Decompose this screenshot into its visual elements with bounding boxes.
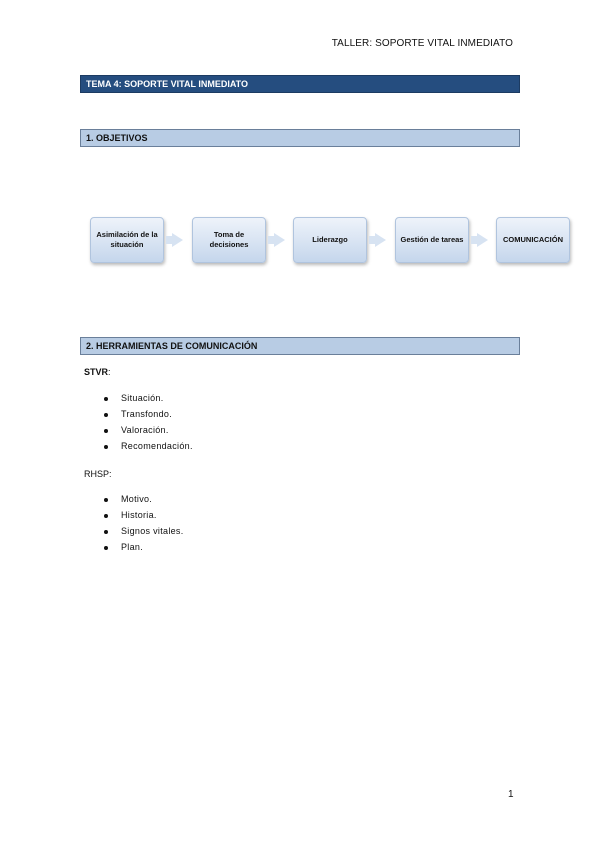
list-item: Plan. — [0, 542, 184, 558]
running-header: TALLER: SOPORTE VITAL INMEDIATO — [331, 38, 513, 49]
flow-arrow-icon — [471, 233, 488, 247]
flow-arrow-icon — [369, 233, 386, 247]
stvr-label: STVR: — [84, 367, 111, 377]
page-number: 1 — [508, 789, 514, 800]
section-herramientas: 2. HERRAMIENTAS DE COMUNICACIÓN — [80, 337, 520, 355]
list-item: Motivo. — [0, 494, 184, 510]
topic-title: TEMA 4: SOPORTE VITAL INMEDIATO — [86, 79, 249, 89]
flow-step-liderazgo: Liderazgo — [293, 217, 367, 263]
list-item: Transfondo. — [0, 409, 193, 425]
flow-arrow-icon — [268, 233, 285, 247]
flow-step-gestion-tareas: Gestión de tareas — [395, 217, 469, 263]
list-item: Signos vitales. — [0, 526, 184, 542]
list-item: Valoración. — [0, 425, 193, 441]
rhsp-list: Motivo. Historia. Signos vitales. Plan. — [0, 494, 184, 558]
stvr-list: Situación. Transfondo. Valoración. Recom… — [0, 393, 193, 457]
flow-step-comunicacion: COMUNICACIÓN — [496, 217, 570, 263]
objectives-flow-diagram: Asimilación de la situación Toma de deci… — [90, 217, 572, 265]
topic-title-bar: TEMA 4: SOPORTE VITAL INMEDIATO — [80, 75, 520, 93]
section-objetivos: 1. OBJETIVOS — [80, 129, 520, 147]
flow-step-asimilacion: Asimilación de la situación — [90, 217, 164, 263]
list-item: Historia. — [0, 510, 184, 526]
list-item: Situación. — [0, 393, 193, 409]
list-item: Recomendación. — [0, 441, 193, 457]
rhsp-label: RHSP: — [84, 469, 112, 479]
section-title: 2. HERRAMIENTAS DE COMUNICACIÓN — [86, 341, 258, 351]
flow-step-toma-decisiones: Toma de decisiones — [192, 217, 266, 263]
flow-arrow-icon — [166, 233, 183, 247]
section-title: 1. OBJETIVOS — [86, 133, 148, 143]
